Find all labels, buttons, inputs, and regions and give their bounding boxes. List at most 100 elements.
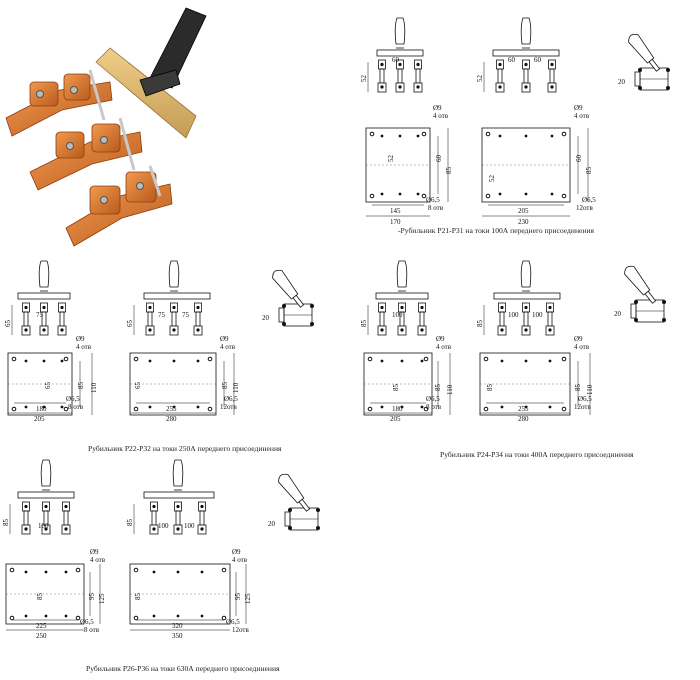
caption-s2: Рубильник Р22-Р32 на токи 250А переднего… [88, 444, 282, 453]
svg-text:Ø6,5: Ø6,5 [226, 618, 240, 626]
drawing-s3-side: 20 [614, 263, 667, 323]
svg-text:230: 230 [518, 218, 529, 226]
svg-text:4 отв: 4 отв [220, 343, 236, 351]
svg-text:Ø9: Ø9 [232, 548, 241, 556]
svg-text:60: 60 [534, 56, 542, 64]
svg-text:Ø9: Ø9 [574, 104, 583, 112]
svg-text:Ø9: Ø9 [90, 548, 99, 556]
svg-text:225: 225 [36, 622, 47, 630]
svg-text:95: 95 [234, 593, 242, 601]
svg-text:255: 255 [166, 405, 177, 413]
svg-text:4 отв: 4 отв [574, 112, 590, 120]
svg-text:205: 205 [34, 415, 45, 423]
drawing-s4-side: 20 [268, 471, 321, 531]
svg-text:52: 52 [360, 75, 368, 83]
svg-text:20: 20 [262, 314, 270, 322]
svg-text:12отв: 12отв [232, 626, 249, 634]
caption-s1: -Рубильник Р21-Р31 на токи 100А переднег… [398, 226, 595, 235]
svg-text:60: 60 [392, 56, 400, 64]
svg-text:85: 85 [486, 384, 494, 392]
svg-text:65: 65 [4, 320, 12, 328]
svg-text:85: 85 [445, 167, 453, 175]
svg-text:75: 75 [158, 311, 166, 319]
svg-text:12отв: 12отв [220, 403, 237, 411]
drawing-s2-side: 20 [262, 267, 315, 327]
drawing-s1-side: 20 [618, 31, 671, 91]
svg-text:125: 125 [98, 593, 106, 604]
svg-text:12отв: 12отв [574, 403, 591, 411]
switch-photo [5, 7, 207, 247]
svg-text:4 отв: 4 отв [90, 556, 106, 564]
svg-text:85: 85 [392, 384, 400, 392]
svg-text:85: 85 [360, 320, 368, 328]
svg-text:4 отв: 4 отв [574, 343, 590, 351]
svg-text:320: 320 [172, 622, 183, 630]
svg-text:Ø6,5: Ø6,5 [80, 618, 94, 626]
caption-s4: Рубильник Р26-Р36 на токи 630А переднего… [86, 664, 280, 673]
svg-text:Ø6,5: Ø6,5 [578, 395, 592, 403]
svg-text:100: 100 [532, 311, 543, 319]
svg-text:8 отв: 8 отв [426, 403, 442, 411]
svg-text:60: 60 [508, 56, 516, 64]
svg-text:180: 180 [36, 405, 47, 413]
svg-text:100: 100 [392, 311, 403, 319]
drawing-s4a: 85 100 Ø9 4 отв 85 95 125 225 250 Ø6,5 8… [2, 459, 106, 640]
svg-text:145: 145 [390, 207, 401, 215]
svg-text:52: 52 [488, 175, 496, 183]
svg-text:85: 85 [476, 320, 484, 328]
svg-text:110: 110 [232, 382, 240, 393]
caption-s3: Рубильник Р24-Р34 на токи 400А переднего… [440, 450, 634, 459]
drawing-s4b: 85 100 100 Ø9 4 отв 85 95 125 320 350 Ø6… [126, 459, 252, 640]
drawing-s2a: 65 75 Ø9 4 отв 65 85 110 180 205 Ø6,5 8 … [4, 260, 98, 423]
svg-text:280: 280 [518, 415, 529, 423]
svg-text:85: 85 [77, 382, 85, 390]
svg-text:Ø9: Ø9 [433, 104, 442, 112]
svg-text:Ø9: Ø9 [574, 335, 583, 343]
svg-text:8 отв: 8 отв [84, 626, 100, 634]
svg-text:85: 85 [2, 519, 10, 527]
svg-text:205: 205 [518, 207, 529, 215]
drawing-s3a: 85 100 Ø9 4 отв 85 85 110 180 205 Ø6,5 8… [360, 260, 454, 423]
svg-text:Ø6,5: Ø6,5 [426, 395, 440, 403]
svg-text:4 отв: 4 отв [433, 112, 449, 120]
drawing-s2b: 65 75 75 Ø9 4 отв 65 85 110 255 280 Ø6,5… [126, 260, 240, 423]
svg-text:85: 85 [36, 593, 44, 601]
svg-text:65: 65 [126, 320, 134, 328]
svg-text:12отв: 12отв [576, 204, 593, 212]
svg-text:85: 85 [221, 382, 229, 390]
svg-text:8 отв: 8 отв [428, 204, 444, 212]
svg-text:Ø9: Ø9 [220, 335, 229, 343]
svg-text:52: 52 [387, 155, 395, 163]
svg-text:20: 20 [614, 310, 622, 318]
svg-text:180: 180 [392, 405, 403, 413]
svg-text:65: 65 [134, 382, 142, 390]
svg-text:125: 125 [244, 593, 252, 604]
drawing-s1b: 52 60 60 Ø9 4 отв 52 60 85 205 230 Ø6,5 … [476, 17, 596, 226]
svg-text:85: 85 [126, 519, 134, 527]
drawing-s3b: 85 100 100 Ø9 4 отв 85 85 110 255 280 Ø6… [476, 260, 594, 423]
svg-text:75: 75 [182, 311, 190, 319]
svg-text:52: 52 [476, 75, 484, 83]
svg-text:100: 100 [38, 522, 49, 530]
svg-text:170: 170 [390, 218, 401, 226]
svg-text:Ø6,5: Ø6,5 [426, 196, 440, 204]
svg-text:100: 100 [184, 522, 195, 530]
svg-text:250: 250 [36, 632, 47, 640]
svg-text:4 отв: 4 отв [232, 556, 248, 564]
svg-text:20: 20 [268, 520, 276, 528]
svg-text:Ø6,5: Ø6,5 [224, 395, 238, 403]
svg-text:255: 255 [518, 405, 529, 413]
svg-text:65: 65 [44, 382, 52, 390]
svg-text:75: 75 [36, 311, 44, 319]
svg-text:Ø6,5: Ø6,5 [66, 395, 80, 403]
svg-text:280: 280 [166, 415, 177, 423]
svg-text:60: 60 [435, 155, 443, 163]
svg-text:8 отв: 8 отв [68, 403, 84, 411]
svg-text:205: 205 [390, 415, 401, 423]
drawing-s1a: 52 60 Ø9 4 отв 52 60 85 145 170 Ø6,5 8 о… [360, 17, 453, 226]
svg-text:100: 100 [508, 311, 519, 319]
svg-text:Ø9: Ø9 [76, 335, 85, 343]
svg-text:100: 100 [158, 522, 169, 530]
svg-text:350: 350 [172, 632, 183, 640]
